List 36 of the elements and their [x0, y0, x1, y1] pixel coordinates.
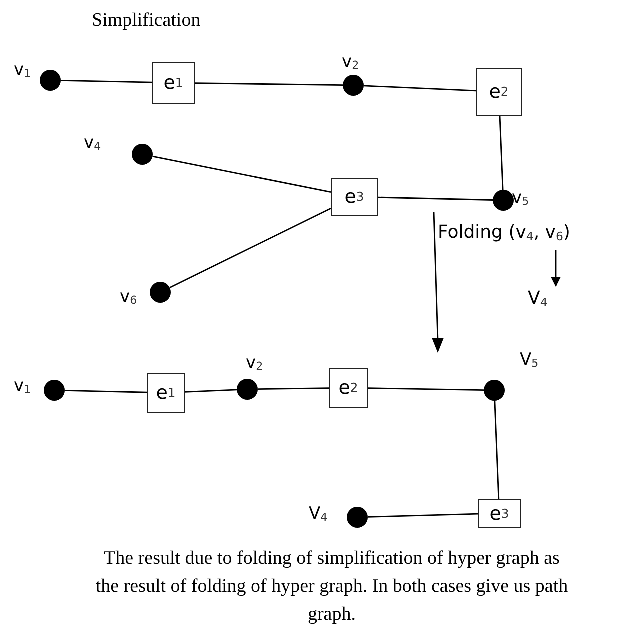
connector-line: [258, 388, 329, 390]
connector-line: [60, 80, 152, 84]
vertex-label: v$_{1}$: [14, 376, 32, 396]
connector-line: [170, 208, 332, 288]
vertex-label: V$_{4}$: [528, 288, 568, 318]
connector-line: [368, 388, 484, 392]
vertex-dot: [343, 75, 364, 96]
connector-line: [195, 82, 343, 86]
connector-line: [184, 389, 238, 393]
vertex-dot: [237, 379, 258, 400]
title-label: Simplification: [92, 10, 201, 32]
vertex-label: v$_{5}$: [512, 188, 530, 208]
operation-label: Folding (v$_{4}$, v$_{6}$): [438, 222, 616, 252]
connector-line: [494, 400, 500, 500]
vertex-dot: [44, 380, 65, 401]
arrow: [551, 250, 561, 287]
connector-line: [368, 513, 478, 518]
vertex-dot: [150, 282, 171, 303]
vertex-label: V$_{5}$: [520, 350, 539, 370]
vertex-dot: [132, 144, 153, 165]
connector-line: [64, 390, 148, 394]
vertex-dot: [40, 70, 61, 91]
vertex-dot: [347, 507, 368, 528]
vertex-label: v$_{1}$: [14, 60, 32, 80]
vertex-label: v$_{2}$: [246, 353, 264, 374]
vertex-label: v$_{6}$: [120, 287, 138, 308]
connector-line: [378, 196, 494, 201]
connector-line: [364, 85, 476, 92]
caption-text: The result due to folding of simplification of hyper graph as the result of folding of hyper graph. In both cases give us path graph.: [94, 547, 570, 627]
connector-line: [499, 116, 504, 190]
vertex-label: V$_{4}$: [309, 504, 328, 524]
vertex-label: v$_{2}$: [342, 52, 360, 72]
connector-line: [152, 156, 332, 193]
vertex-dot: [493, 190, 514, 211]
vertex-label: v$_{4}$: [84, 133, 102, 154]
vertex-dot: [484, 380, 505, 401]
